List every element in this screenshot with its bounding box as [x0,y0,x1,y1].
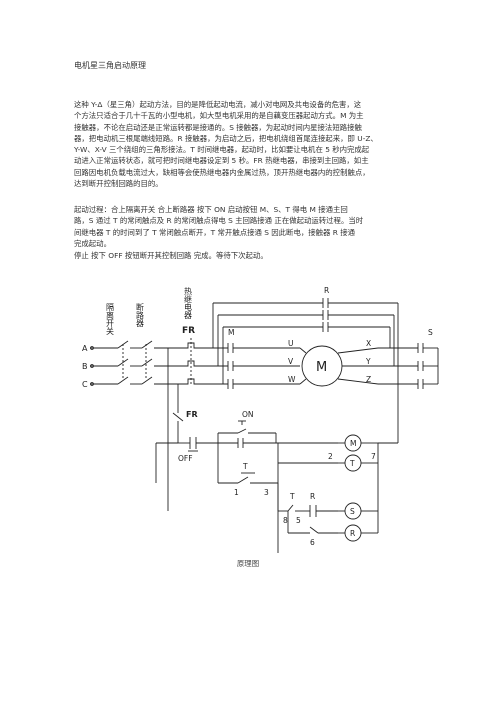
text-line: 器，把电动机三根尾端线短路。R 接触器，为启动之后，把电机绕组首尾连接起来，即 … [74,133,378,143]
fr-contact-label: FR [186,410,198,419]
phase-a-label: A [82,344,88,353]
text-line: Y-W、X-V 三个绕组的三角形接法。T 时间继电器，起动时，比如要让电机在 5… [74,145,370,155]
coil-s-label: S [350,507,355,516]
text-line: 完成起动。 [74,238,111,248]
process-paragraph: 起动过程：合上隔离开关 合上断路器 按下 ON 启动按钮 M、S、T 得电 M … [74,204,429,249]
node-3-label: 3 [264,488,269,497]
coil-t-label: T [349,459,355,468]
contactor-m-label: M [228,328,234,337]
text-line: 达到断开控制回路的目的。 [74,179,163,189]
r-lower-label: R [310,492,315,501]
terminal-u-label: U [288,339,294,348]
node-5-label: 5 [296,516,301,525]
node-8-label: 8 [283,516,288,525]
fr-label: FR [182,326,195,336]
timer-lower-label: T [289,492,295,501]
breaker-label: 断路器 [136,302,145,328]
off-button-label: OFF [178,454,193,463]
thermal-relay-label: 热继电器 [184,286,193,320]
text-line: 回路因电机负载电流过大，缺相等会使热继电器内金属过热，顶开热继电器内的控制触点， [74,167,370,177]
node-6-label: 6 [310,538,315,547]
isolator-label: 隔离开关 [106,303,115,336]
text-line: 间继电器 T 的时间到了 T 常闭触点断开，T 常开触点接通 S 因此断电，接触… [74,227,356,237]
node-1-label: 1 [234,488,239,497]
intro-paragraph: 这种 Y-Δ（星三角）起动方法，目的是降低起动电流，减小对电网及共电设备的危害，… [74,99,429,189]
node-7-label: 7 [371,452,376,461]
diagram-caption: 原理图 [236,559,260,568]
coil-r-label: R [350,529,355,538]
text-line: 起动过程：合上隔离开关 合上断路器 按下 ON 启动按钮 M、S、T 得电 M … [74,205,348,214]
text-line: 个方法只适合于几十千瓦的小型电机，如大型电机采用的是自藕变压器起动方式。M 为主 [74,111,364,121]
page-title: 电机星三角启动原理 [74,61,146,70]
phase-b-label: B [82,362,88,371]
terminal-w-label: W [288,375,296,384]
contactor-r-label: R [324,286,329,295]
on-button-label: ON [242,410,254,419]
phase-c-label: C [82,380,88,389]
node-2-label: 2 [328,452,333,461]
motor-label: M [316,360,327,375]
text-line: 停止 按下 OFF 按钮断开其控制回路 完成。等待下次起动。 [74,251,268,260]
timer-contact-label: T [242,462,248,471]
text-line: 这种 Y-Δ（星三角）起动方法，目的是降低起动电流，减小对电网及共电设备的危害，… [74,100,362,109]
terminal-z-label: Z [366,375,371,384]
terminal-x-label: X [366,339,371,348]
terminal-v-label: V [288,357,294,366]
contactor-s-label: S [428,328,433,337]
text-line: 路，S 通过 T 的常闭触点及 R 的常闭触点得电 S 主回路接通 正在做起动运… [74,216,364,226]
stop-paragraph: 停止 按下 OFF 按钮断开其控制回路 完成。等待下次起动。 [74,250,429,261]
text-line: 动进入正常运转状态，就可把时间继电器设定到 5 秒。FR 热继电器，串接到主回路… [74,156,369,166]
circuit-diagram: 隔离开关 断路器 热继电器 FR A B C [82,286,439,553]
text-line: 接触器，不论在启动还是正常运转都是接通的。S 接触器，为起动时间内星接法短路接触 [74,122,362,132]
terminal-y-label: Y [365,357,371,366]
coil-m-label: M [350,439,356,448]
